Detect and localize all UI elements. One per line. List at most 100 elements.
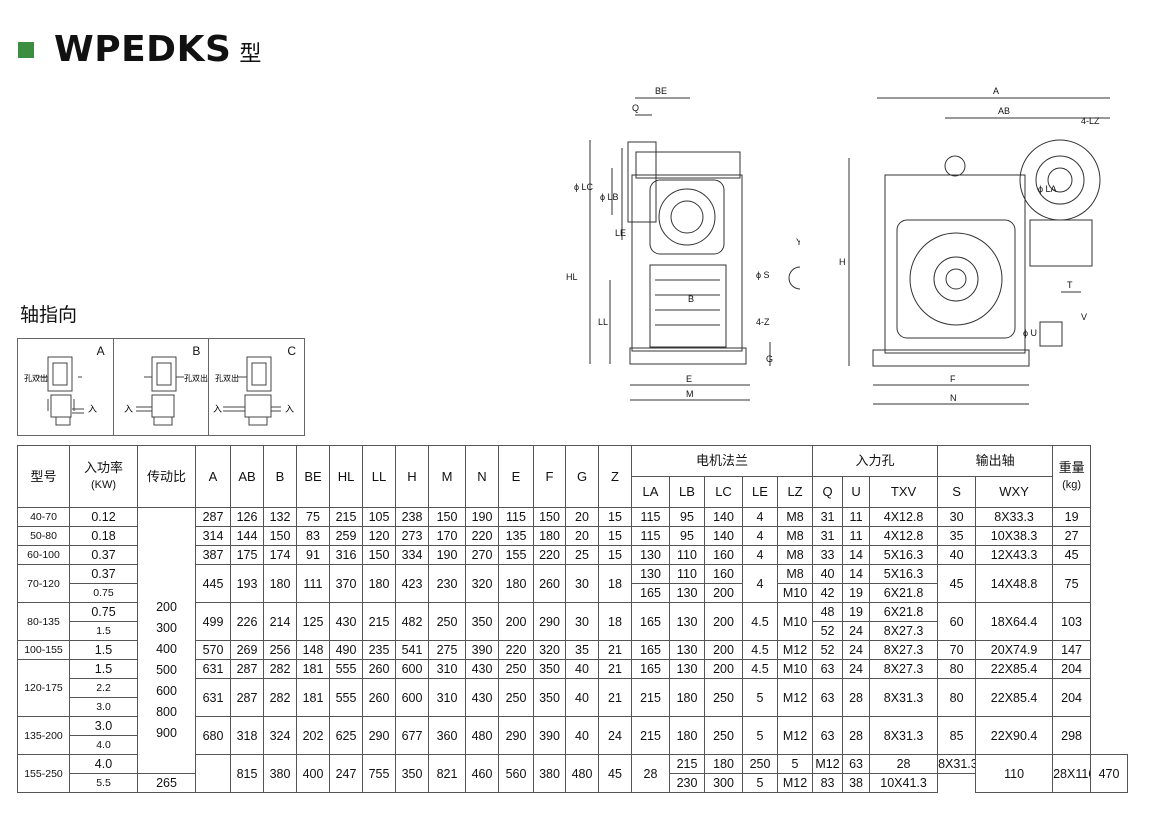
table-cell: 165 [631,659,670,679]
table-cell: 555 [329,678,363,717]
table-cell: 238 [395,507,429,527]
table-cell: 215 [631,716,670,755]
table-cell: 380 [533,754,566,793]
table-cell: 18 [598,602,632,641]
table-cell: 28 [631,754,670,793]
model-cell: 60-100 [17,545,70,565]
table-cell: 430 [465,659,499,679]
table-cell: 8X27.3 [869,659,939,679]
table-cell: 15 [598,526,632,546]
table-cell: 290 [498,716,534,755]
axis-direction-letter: C [287,344,297,358]
table-cell: 165 [631,583,670,603]
table-cell: 42 [812,583,844,603]
table-cell: 290 [533,602,566,641]
model-cell: 120-175 [17,659,70,717]
table-cell: 200 [498,602,534,641]
table-cell: 287 [230,678,264,717]
table-cell: 28 [842,678,871,717]
ratio-value: 500 [156,663,177,677]
table-cell: 180 [669,678,705,717]
axis-direction-a: A 孔双出 入 [18,339,114,435]
model-cell: 100-155 [17,640,70,660]
table-cell: 144 [230,526,264,546]
table-cell: 28 [842,716,871,755]
table-cell: 115 [631,526,670,546]
table-cell: 80 [937,678,977,717]
dim-s: ϕ S [756,270,770,280]
table-cell: 480 [565,754,599,793]
col-ll: LL [362,445,396,508]
weight-cell: 75 [1052,564,1092,603]
table-cell: 125 [296,602,330,641]
table-cell: 180 [362,564,396,603]
table-cell: M12 [812,754,844,774]
spec-table-head: 型号 入功率(KW) 传动比 A AB B BE HL LL H M N E F… [17,445,1128,508]
table-cell: 11 [842,526,871,546]
axis-direction-heading: 轴指向 [20,304,78,326]
table-cell: 30 [565,564,599,603]
table-cell: 130 [669,602,705,641]
col-a: A [195,445,231,508]
table-cell: 269 [230,640,264,660]
col-q: Q [812,476,844,508]
table-cell: 250 [428,602,466,641]
table-cell: 631 [195,659,231,679]
weight-cell: 45 [1052,545,1092,565]
model-cell: 40-70 [17,507,70,527]
table-cell: 200 [704,602,743,641]
table-cell: 430 [465,678,499,717]
table-cell: 318 [230,716,264,755]
table-cell: 135 [498,526,534,546]
ratio-value: 900 [156,726,177,740]
table-cell: 115 [498,507,534,527]
power-cell: 0.12 [69,507,138,527]
col-group-output: 输出轴 [937,445,1054,477]
table-cell: 22X85.4 [975,678,1054,717]
table-cell: 215 [669,754,705,774]
power-cell: 3.0 [69,716,138,736]
dim-la: ϕ LA [1038,184,1057,194]
label-in: 入 [285,404,294,414]
table-cell: 600 [395,678,429,717]
table-cell: 63 [812,716,844,755]
table-cell: 275 [428,640,466,660]
power-cell: 0.37 [69,545,138,565]
table-cell: 150 [428,507,466,527]
table-cell: 360 [428,716,466,755]
table-cell: 541 [395,640,429,660]
table-cell: 20 [565,526,599,546]
weight-cell: 19 [1052,507,1092,527]
table-cell: 5X16.3 [869,545,939,565]
table-cell: 350 [395,754,429,793]
table-cell: 4.5 [742,640,778,660]
table-cell: M10 [776,583,814,603]
table-cell: 21 [598,678,632,717]
dim-ab: AB [998,106,1010,116]
table-cell: 480 [465,716,499,755]
dim-b: B [688,294,694,304]
table-cell: 115 [631,507,670,527]
table-cell: 220 [465,526,499,546]
col-f: F [533,445,566,508]
table-cell: 625 [329,716,363,755]
col-group-flange: 电机法兰 [630,445,814,477]
table-cell: 180 [263,564,297,603]
table-cell: 130 [631,545,670,565]
table-cell: 8X31.3 [869,716,939,755]
table-cell: 40 [812,564,844,584]
table-cell: 8X31.3 [937,754,977,774]
table-cell: 4 [742,526,778,546]
table-cell: 63 [812,659,844,679]
label-out: 孔双出 [24,373,48,383]
gearbox-sketch-c: 孔双出 入 入 [213,356,294,426]
table-cell: 10X41.3 [869,773,939,793]
label-out: 孔双出 [215,373,239,383]
dim-lz: 4-LZ [1081,116,1100,126]
col-g: G [565,445,599,508]
col-ab: AB [230,445,264,508]
